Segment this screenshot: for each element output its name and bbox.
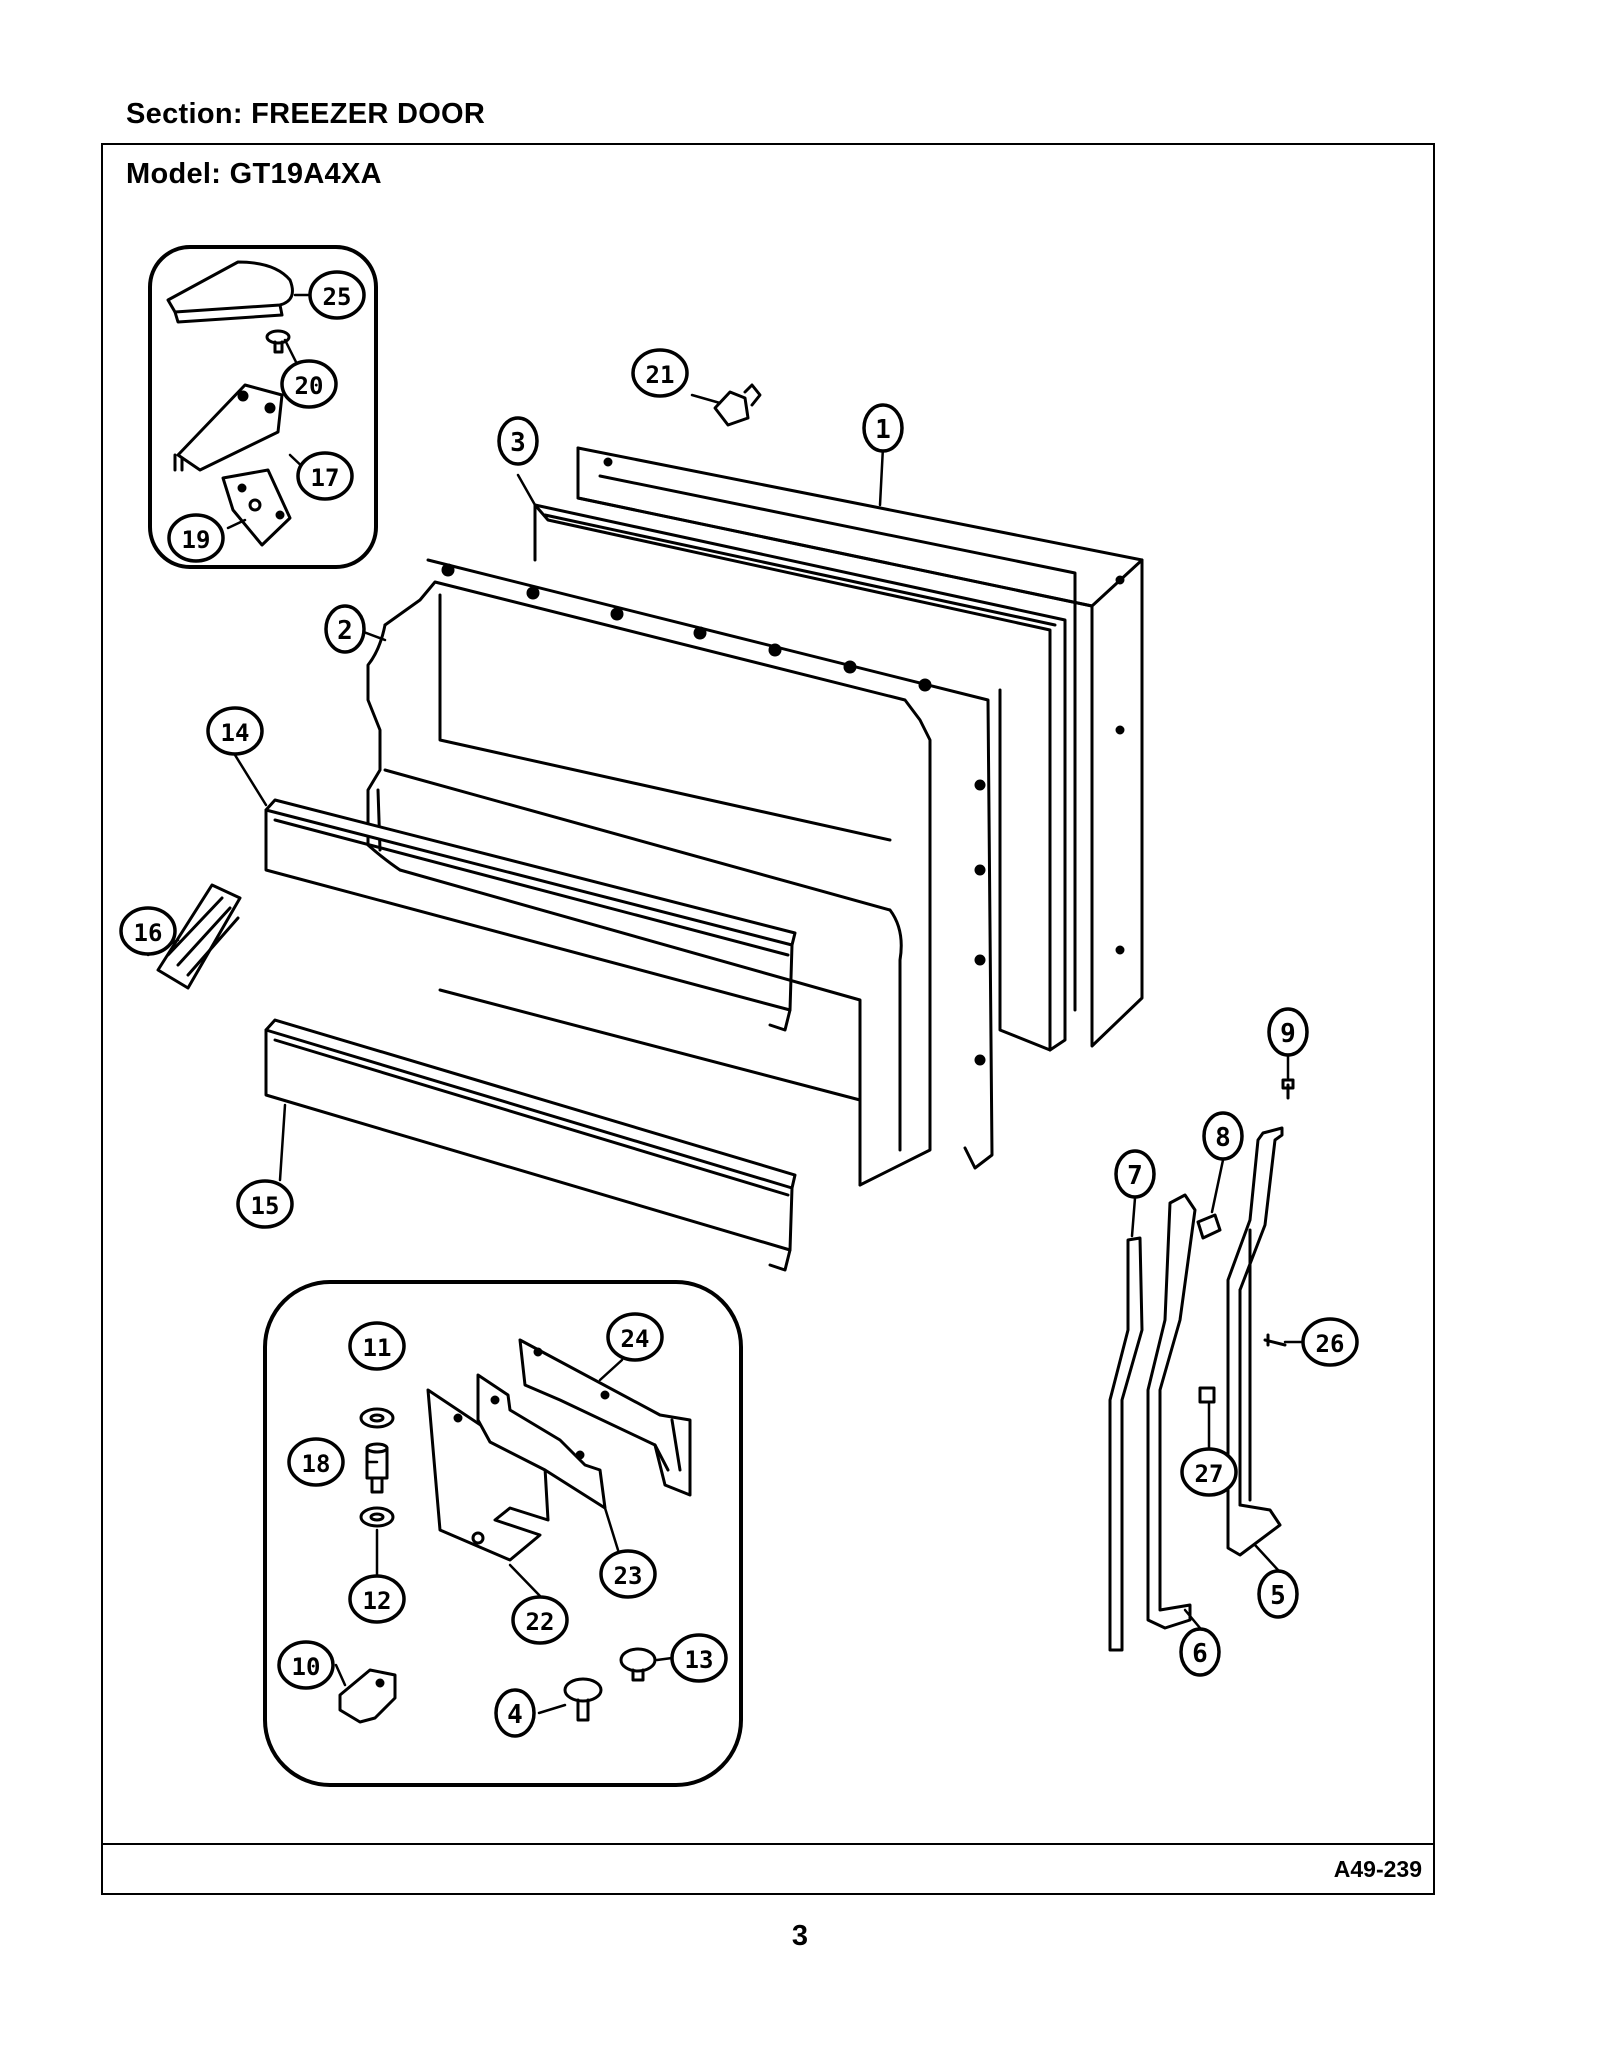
plug-button-part-13 xyxy=(619,1647,657,1682)
drawing-number: A49-239 xyxy=(1333,1856,1422,1882)
callout-19-label: 19 xyxy=(182,526,211,554)
retainer-clip-part-16 xyxy=(156,883,242,990)
callout-21-label: 21 xyxy=(646,361,675,389)
callout-17: 17 xyxy=(296,451,354,501)
callout-20-label: 20 xyxy=(295,372,324,400)
callout-10: 10 xyxy=(277,1640,335,1690)
callout-6: 6 xyxy=(1179,1627,1221,1677)
callout-6-label: 6 xyxy=(1192,1639,1208,1669)
callout-15: 15 xyxy=(236,1179,294,1229)
page-number: 3 xyxy=(791,1920,809,1952)
hinge-plate-part-22 xyxy=(426,1388,550,1562)
callout-19: 19 xyxy=(167,513,225,563)
screw-part-26 xyxy=(1263,1333,1287,1347)
hinge-plate-part-17 xyxy=(173,383,284,472)
callout-27: 27 xyxy=(1180,1447,1238,1497)
hinge-strip-part-6 xyxy=(1146,1193,1197,1630)
callout-25: 25 xyxy=(308,270,366,320)
callout-7: 7 xyxy=(1114,1149,1156,1199)
callout-3-label: 3 xyxy=(510,428,526,458)
callout-5: 5 xyxy=(1257,1569,1299,1619)
bracket-part-10 xyxy=(338,1668,397,1724)
callout-20: 20 xyxy=(280,359,338,409)
spacer-strip-part-7 xyxy=(1108,1236,1144,1652)
callout-7-label: 7 xyxy=(1127,1161,1143,1191)
callout-25-label: 25 xyxy=(323,283,352,311)
shelf-rail-lower-part-15 xyxy=(264,1018,797,1272)
bushing-part-20 xyxy=(265,329,291,354)
callout-26-label: 26 xyxy=(1316,1330,1345,1358)
callout-26: 26 xyxy=(1301,1317,1359,1367)
callout-14-label: 14 xyxy=(221,719,250,747)
washer-part-12 xyxy=(359,1506,395,1528)
callout-10-label: 10 xyxy=(292,1653,321,1681)
callout-23: 23 xyxy=(599,1549,657,1599)
callout-18-label: 18 xyxy=(302,1450,331,1478)
callout-21: 21 xyxy=(631,348,689,398)
hinge-inset-bottom-box xyxy=(263,1280,743,1787)
door-stop-part-21 xyxy=(713,383,762,427)
callout-11: 11 xyxy=(348,1321,406,1371)
callout-8-label: 8 xyxy=(1215,1123,1231,1153)
shelf-rail-upper-part-14 xyxy=(264,798,797,1032)
callout-12: 12 xyxy=(348,1574,406,1624)
callout-16: 16 xyxy=(119,906,177,956)
screw-part-9 xyxy=(1281,1078,1295,1100)
callout-24: 24 xyxy=(606,1312,664,1362)
callout-23-label: 23 xyxy=(614,1562,643,1590)
model-title: Model: GT19A4XA xyxy=(126,158,382,190)
bracket-part-8 xyxy=(1196,1213,1222,1240)
callout-1-label: 1 xyxy=(875,415,891,445)
callout-13: 13 xyxy=(670,1633,728,1683)
outer-door-panel-part-1 xyxy=(576,446,1144,1048)
inner-door-liner-part-2 xyxy=(366,558,994,1187)
hinge-plate-part-23 xyxy=(476,1373,607,1510)
callout-11-label: 11 xyxy=(363,1334,392,1362)
hinge-plate-part-24 xyxy=(518,1338,692,1497)
callout-1: 1 xyxy=(862,403,904,453)
callout-22: 22 xyxy=(511,1595,569,1645)
hinge-bracket-part-5 xyxy=(1226,1126,1284,1557)
callout-9: 9 xyxy=(1267,1007,1309,1057)
callout-27-label: 27 xyxy=(1195,1460,1224,1488)
callout-13-label: 13 xyxy=(685,1646,714,1674)
callout-2-label: 2 xyxy=(337,616,353,646)
hinge-inset-top-box xyxy=(148,245,378,569)
diagram-frame xyxy=(101,143,1435,1895)
callout-3: 3 xyxy=(497,416,539,466)
door-gasket-part-3 xyxy=(533,503,1067,1052)
callout-5-label: 5 xyxy=(1270,1581,1286,1611)
callout-22-label: 22 xyxy=(526,1608,555,1636)
callout-17-label: 17 xyxy=(311,464,340,492)
callout-15-label: 15 xyxy=(251,1192,280,1220)
callout-12-label: 12 xyxy=(363,1587,392,1615)
hinge-cover-part-25 xyxy=(166,260,294,324)
hinge-bracket-part-19 xyxy=(221,468,292,547)
callout-4: 4 xyxy=(494,1688,536,1738)
washer-part-11 xyxy=(359,1407,395,1429)
callout-18: 18 xyxy=(287,1437,345,1487)
callout-8: 8 xyxy=(1202,1111,1244,1161)
callout-16-label: 16 xyxy=(134,919,163,947)
callout-9-label: 9 xyxy=(1280,1019,1296,1049)
plug-part-27 xyxy=(1198,1386,1216,1404)
callout-14: 14 xyxy=(206,706,264,756)
callout-24-label: 24 xyxy=(621,1325,650,1353)
callout-2: 2 xyxy=(324,604,366,654)
callout-4-label: 4 xyxy=(507,1700,523,1730)
footer-divider xyxy=(101,1843,1435,1845)
section-title: Section: FREEZER DOOR xyxy=(126,98,486,130)
plug-part-4 xyxy=(563,1677,603,1722)
